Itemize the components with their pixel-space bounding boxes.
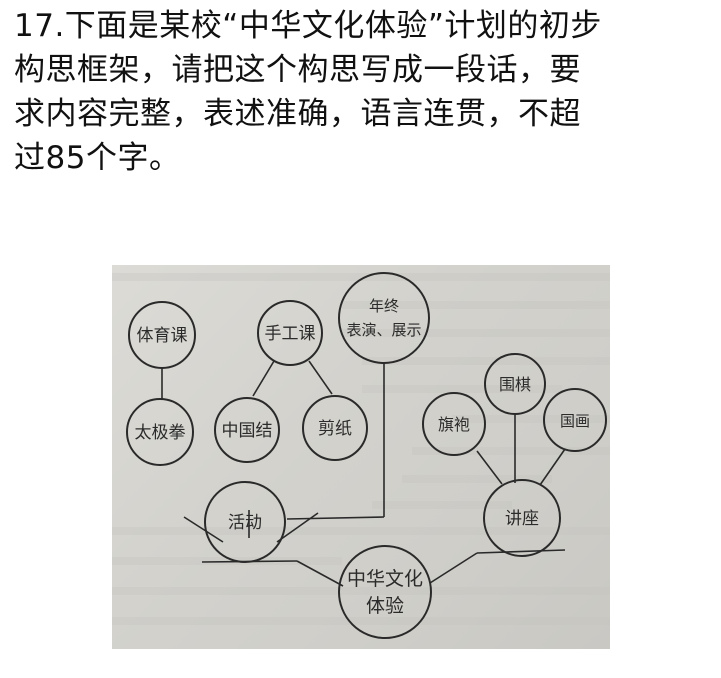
node-guohua: 国画 — [560, 412, 590, 430]
node-circle-root — [338, 545, 432, 639]
node-qipao: 旗袍 — [438, 415, 470, 434]
node-circle-nianzhong — [338, 272, 430, 364]
node-jianzhi: 剪纸 — [318, 419, 352, 439]
node-labels: 体育课 手工课 年终 表演、展示 太极拳 中国结 剪纸 围棋 旗袍 国画 活动 … — [135, 297, 591, 617]
node-circle-jiangzuo — [483, 479, 561, 557]
node-shougongke: 手工课 — [265, 324, 316, 344]
question-line-4: 过85个字。 — [14, 140, 181, 176]
node-jiangzuo: 讲座 — [505, 509, 539, 529]
node-circle-guohua — [543, 388, 607, 452]
concept-diagram-photo: 体育课 手工课 年终 表演、展示 太极拳 中国结 剪纸 围棋 旗袍 国画 活动 … — [112, 265, 610, 649]
node-circle-weiqi — [484, 353, 546, 415]
question-line-2: 构思框架，请把这个构思写成一段话，要 — [14, 52, 581, 88]
node-tiyuke: 体育课 — [137, 326, 188, 346]
question-line-1: 17.下面是某校“中华文化体验”计划的初步 — [14, 8, 602, 44]
node-nianzhong-line1: 年终 — [369, 297, 399, 315]
node-circle-tiyuke — [128, 301, 196, 369]
node-circle-taijiquan — [126, 398, 194, 466]
concept-diagram: 体育课 手工课 年终 表演、展示 太极拳 中国结 剪纸 围棋 旗袍 国画 活动 … — [112, 272, 610, 639]
node-taijiquan: 太极拳 — [135, 423, 186, 443]
background-print-texture — [112, 273, 610, 625]
node-root-line2: 体验 — [366, 595, 404, 617]
node-nianzhong-line2: 表演、展示 — [346, 321, 421, 339]
node-circle-huodong — [204, 481, 286, 563]
node-zhongguojie: 中国结 — [222, 421, 273, 441]
node-circles — [126, 272, 607, 639]
node-root-line1: 中华文化 — [347, 568, 423, 590]
question-line-3: 求内容完整，表述准确，语言连贯，不超 — [14, 96, 581, 132]
node-circle-qipao — [422, 392, 486, 456]
node-huodong: 活动 — [228, 513, 262, 533]
node-circle-zhongguojie — [214, 397, 280, 463]
question-text: 17.下面是某校“中华文化体验”计划的初步 构思框架，请把这个构思写成一段话，要… — [14, 4, 714, 180]
node-circle-shougongke — [257, 300, 323, 366]
connector-lines — [161, 360, 566, 587]
node-weiqi: 围棋 — [499, 375, 531, 394]
node-circle-jianzhi — [302, 395, 368, 461]
